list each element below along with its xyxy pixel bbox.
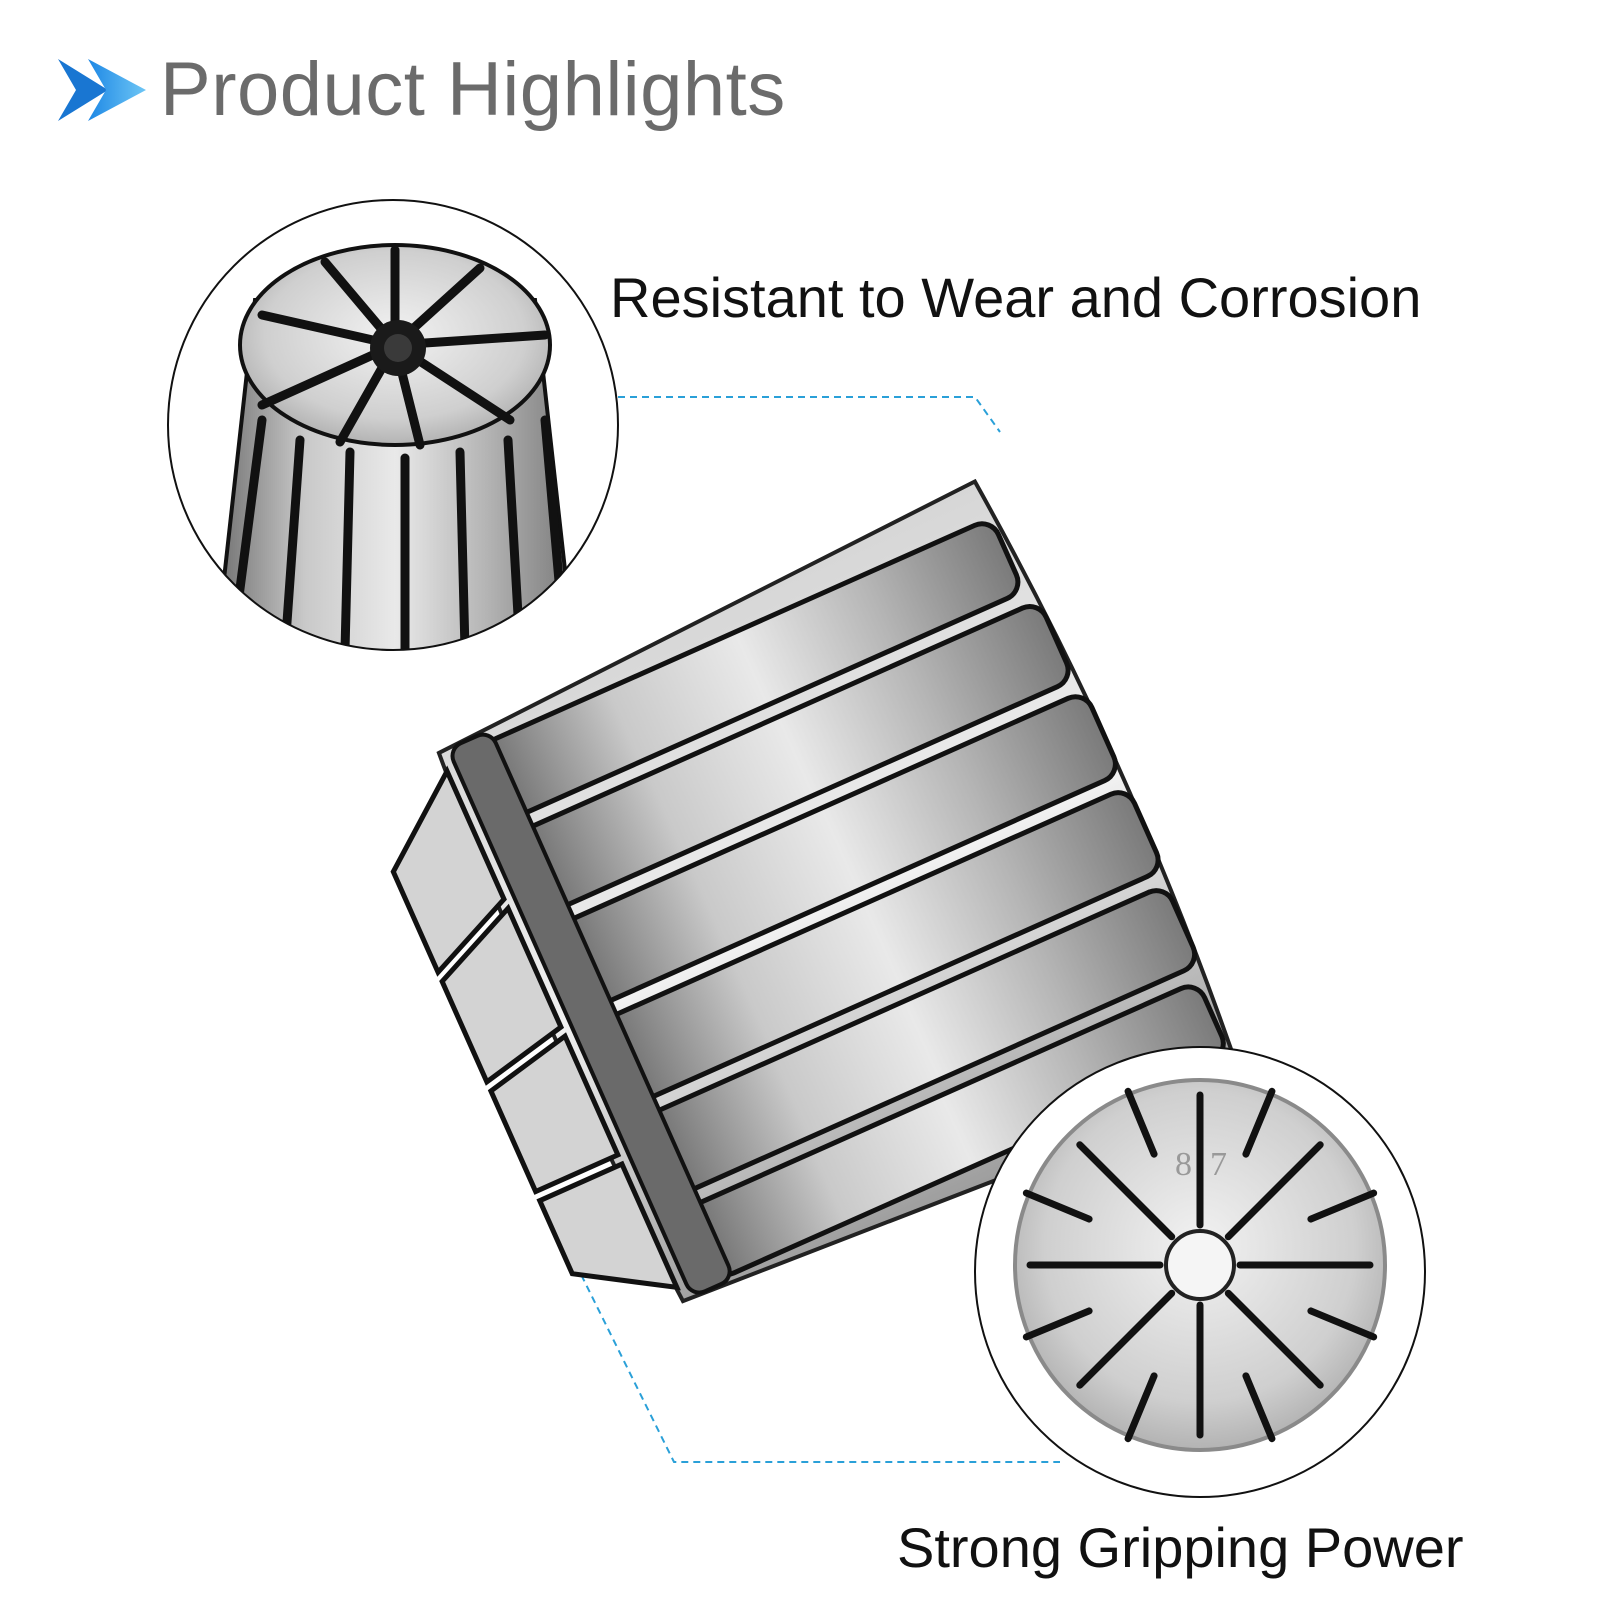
feature-caption-grip: Strong Gripping Power xyxy=(897,1516,1464,1579)
face-slot xyxy=(1076,1141,1176,1241)
face-slot xyxy=(1022,1189,1093,1223)
page-title: Product Highlights xyxy=(160,47,786,132)
feature-caption-wear: Resistant to Wear and Corrosion xyxy=(610,266,1422,329)
face-slot xyxy=(1124,1087,1158,1158)
inset-collet-top-view xyxy=(167,199,619,651)
leader-line-top xyxy=(618,396,1001,433)
leader-line-bottom xyxy=(559,1231,1060,1463)
face-slot xyxy=(1224,1141,1324,1241)
face-marking-8: 8 xyxy=(1175,1146,1192,1183)
page-header: Product Highlights xyxy=(58,52,786,128)
face-marking-7: 7 xyxy=(1210,1146,1227,1183)
face-slot xyxy=(1224,1289,1324,1389)
face-slot xyxy=(1022,1307,1093,1341)
face-slot xyxy=(1076,1289,1176,1389)
inset-collet-front-face: 8 7 xyxy=(974,1046,1426,1498)
face-slot xyxy=(1307,1189,1378,1223)
double-chevron-icon xyxy=(58,59,146,121)
face-slot xyxy=(1124,1372,1158,1443)
face-slot xyxy=(1242,1372,1276,1443)
face-slot xyxy=(1307,1307,1378,1341)
collet-main-image xyxy=(390,478,1246,1304)
face-slot xyxy=(1242,1087,1276,1158)
